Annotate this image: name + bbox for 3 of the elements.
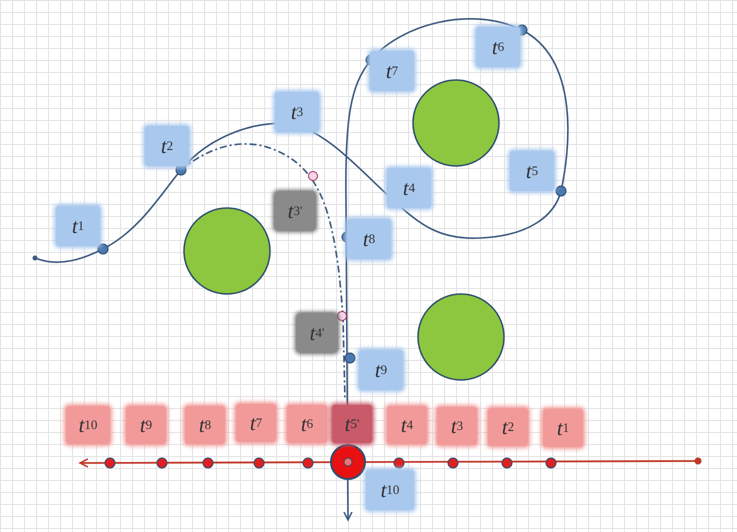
obstacle-circle <box>412 79 500 167</box>
obstacle-circle <box>417 293 505 381</box>
obstacle-circle <box>183 207 271 295</box>
